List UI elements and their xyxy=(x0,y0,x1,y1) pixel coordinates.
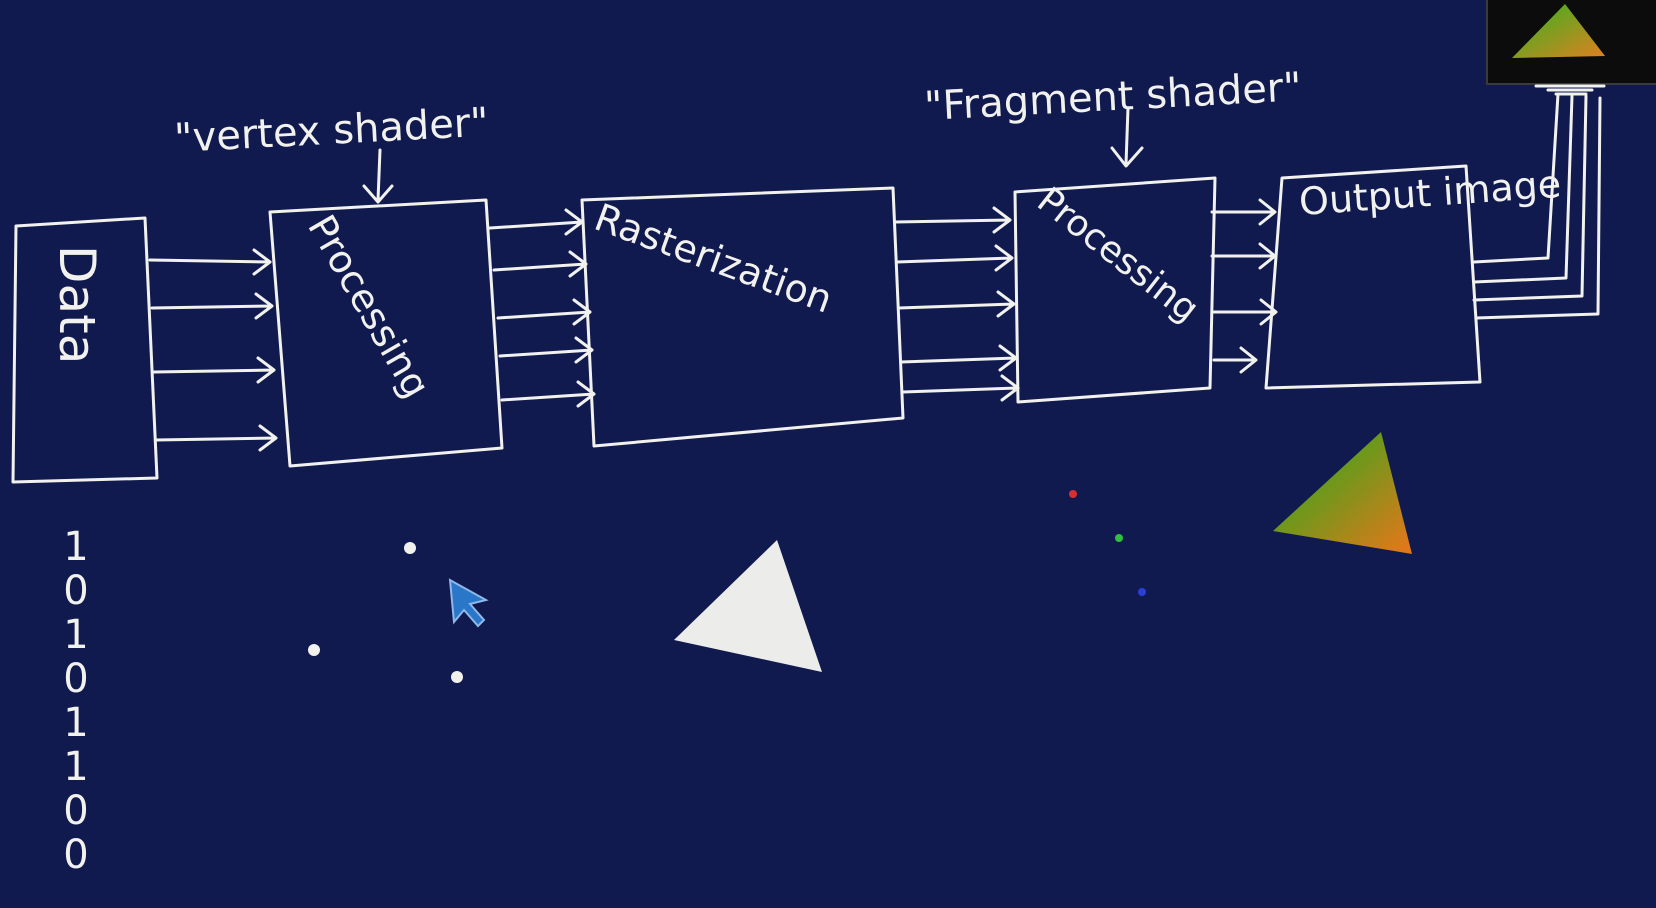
vertex-to-raster-arrows xyxy=(488,208,596,408)
binary-digit: 1 xyxy=(63,700,88,746)
binary-digit: 1 xyxy=(63,744,88,790)
rasterization-box xyxy=(580,186,905,448)
shaded-triangle xyxy=(1273,432,1412,554)
binary-digit: 0 xyxy=(63,788,88,834)
binary-digit: 0 xyxy=(63,568,88,614)
output-image-label: Output image xyxy=(1298,162,1563,224)
mouse-cursor-icon xyxy=(448,578,489,628)
data-label: Data xyxy=(48,245,106,364)
vertex-points xyxy=(308,542,463,683)
fragment-processing-label: Processing xyxy=(1029,180,1206,331)
vertex-shader-arrow xyxy=(362,148,394,204)
data-box xyxy=(11,216,159,484)
binary-digit: 1 xyxy=(63,612,88,658)
monitor-triangle xyxy=(1512,4,1605,58)
binary-digit: 1 xyxy=(63,524,88,570)
binary-digit: 0 xyxy=(63,832,88,878)
raster-to-fragment-arrows xyxy=(893,206,1020,402)
binary-digit: 0 xyxy=(63,656,88,702)
rasterization-label: Rasterization xyxy=(589,195,838,322)
monitor-preview xyxy=(1486,0,1656,96)
white-triangle xyxy=(674,540,822,672)
fragment-points xyxy=(1069,490,1146,596)
vertex-shader-label: "vertex shader" xyxy=(173,100,490,162)
vertex-processing-label: Processing xyxy=(299,208,439,406)
fragment-processing-box xyxy=(1013,176,1217,404)
fragment-to-output-arrows xyxy=(1210,198,1278,374)
output-image-box xyxy=(1264,164,1482,390)
output-to-monitor-wires xyxy=(1472,92,1602,320)
fragment-shader-label: "Fragment shader" xyxy=(923,64,1303,130)
vertex-processing-box xyxy=(268,198,504,468)
data-to-vertex-arrows xyxy=(148,248,278,452)
fragment-shader-arrow xyxy=(1110,106,1144,168)
